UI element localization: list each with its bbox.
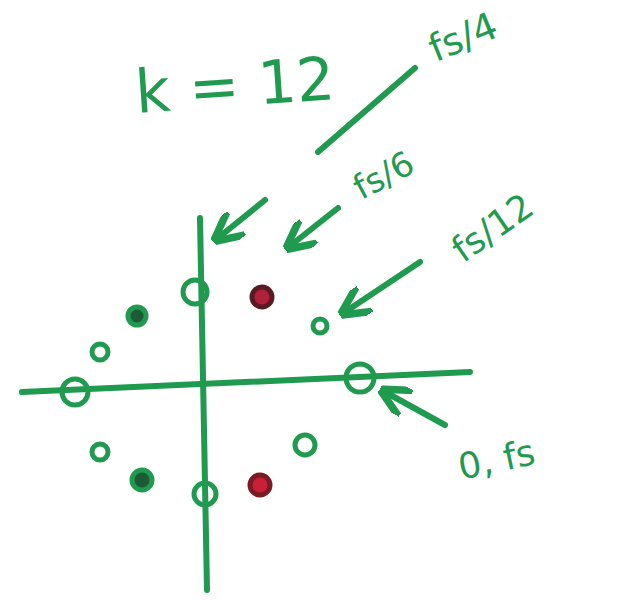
root-point	[62, 379, 88, 405]
handwritten-label: fs/12	[446, 188, 540, 269]
arrow	[218, 200, 265, 238]
handwritten-label: 0, fs	[455, 434, 538, 485]
arrow	[290, 208, 338, 246]
root-point-red	[252, 287, 272, 307]
root-point-red	[250, 475, 270, 495]
imag-axis	[200, 218, 207, 590]
handwritten-label: fs/6	[348, 145, 419, 204]
handwritten-label: fs/4	[423, 6, 502, 68]
root-point	[194, 483, 216, 505]
root-point	[313, 319, 327, 333]
root-point	[92, 444, 108, 460]
arrow	[345, 262, 420, 312]
root-point	[183, 280, 207, 304]
root-point-filled	[128, 307, 146, 325]
arrow	[385, 392, 445, 425]
root-point	[92, 344, 108, 360]
root-point	[346, 364, 374, 392]
root-point	[295, 435, 315, 455]
root-point-filled	[132, 470, 152, 490]
handwritten-label: k = 12	[133, 48, 336, 122]
